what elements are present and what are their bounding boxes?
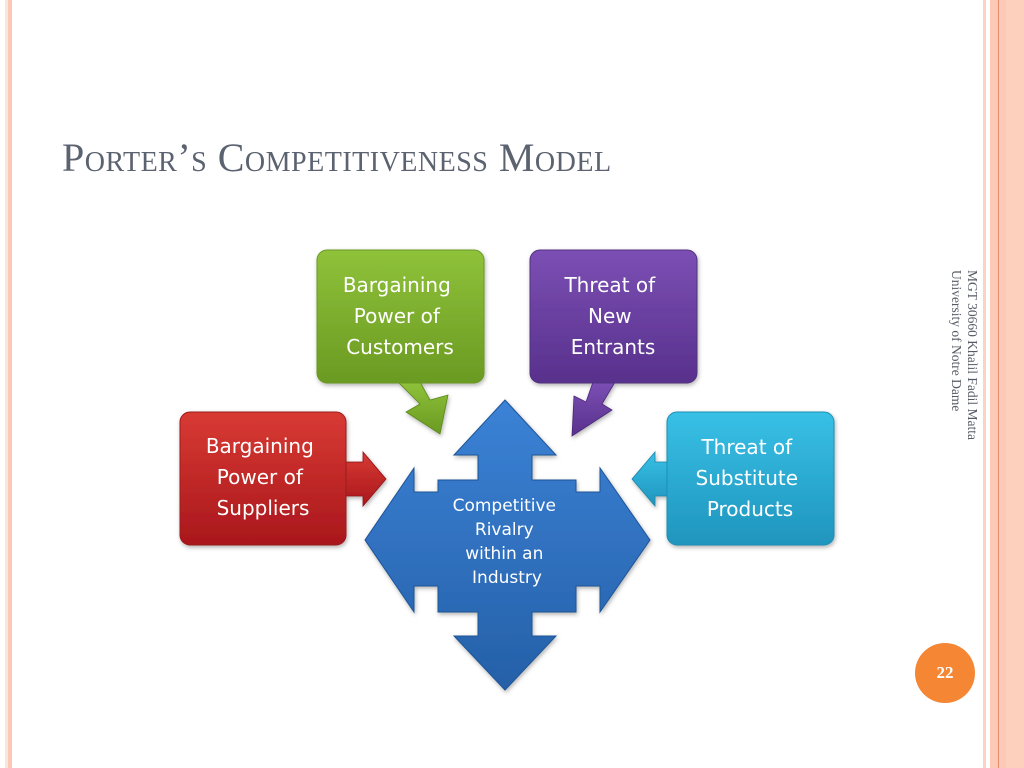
border-stripe-right-1 [983, 0, 986, 768]
center-label-line-2: Rivalry [475, 520, 534, 540]
arrow-right-icon [344, 450, 387, 508]
substitutes-label-line-1: Threat of [700, 435, 793, 459]
suppliers-box [179, 411, 347, 546]
force-customers [316, 249, 485, 435]
suppliers-label-line-1: Bargaining [206, 434, 314, 458]
suppliers-label: Bargaining Power of Suppliers [206, 434, 320, 520]
substitutes-box [666, 411, 835, 546]
customers-label-line-3: Customers [346, 335, 454, 359]
substitutes-label-line-3: Products [707, 497, 793, 521]
new-entrants-label: Threat of New Entrants [563, 273, 661, 359]
force-substitutes [631, 411, 835, 546]
center-rivalry-shape [364, 399, 651, 691]
customers-label-line-1: Bargaining [343, 273, 451, 297]
slide-footer: MGT 30660 Khalil Fadil Matta University … [946, 270, 980, 490]
force-suppliers [179, 411, 387, 546]
center-label: Competitive Rivalry within an Industry [453, 496, 562, 588]
four-way-arrow-icon [364, 399, 651, 691]
suppliers-label-line-3: Suppliers [217, 496, 310, 520]
customers-label: Bargaining Power of Customers [343, 273, 457, 359]
border-stripe-left-1 [5, 0, 8, 768]
customers-box [316, 249, 485, 384]
page-number-badge: 22 [915, 643, 975, 703]
force-new-entrants [529, 249, 698, 437]
substitutes-label: Threat of Substitute Products [696, 435, 805, 521]
substitutes-label-line-2: Substitute [696, 466, 799, 490]
border-stripe-right-3 [998, 0, 999, 768]
footer-course-line: MGT 30660 Khalil Fadil Matta [965, 270, 980, 440]
border-stripe-right-4 [1006, 0, 1024, 768]
new-entrants-label-line-1: Threat of [563, 273, 656, 297]
suppliers-label-line-2: Power of [217, 465, 304, 489]
center-label-line-1: Competitive [453, 496, 556, 516]
arrow-down-right-icon [397, 381, 449, 435]
center-label-line-3: within an [465, 544, 543, 564]
slide-title: Porter’s Competitiveness Model [62, 135, 612, 180]
arrow-left-icon [631, 450, 669, 508]
page-number: 22 [936, 663, 954, 682]
new-entrants-label-line-2: New [588, 304, 632, 328]
customers-label-line-2: Power of [354, 304, 441, 328]
new-entrants-label-line-3: Entrants [571, 335, 656, 359]
footer-university-line: University of Notre Dame [949, 270, 964, 412]
center-label-line-4: Industry [472, 568, 542, 588]
arrow-down-left-icon [571, 381, 616, 437]
new-entrants-box [529, 249, 698, 384]
border-stripe-left-2 [8, 0, 12, 768]
